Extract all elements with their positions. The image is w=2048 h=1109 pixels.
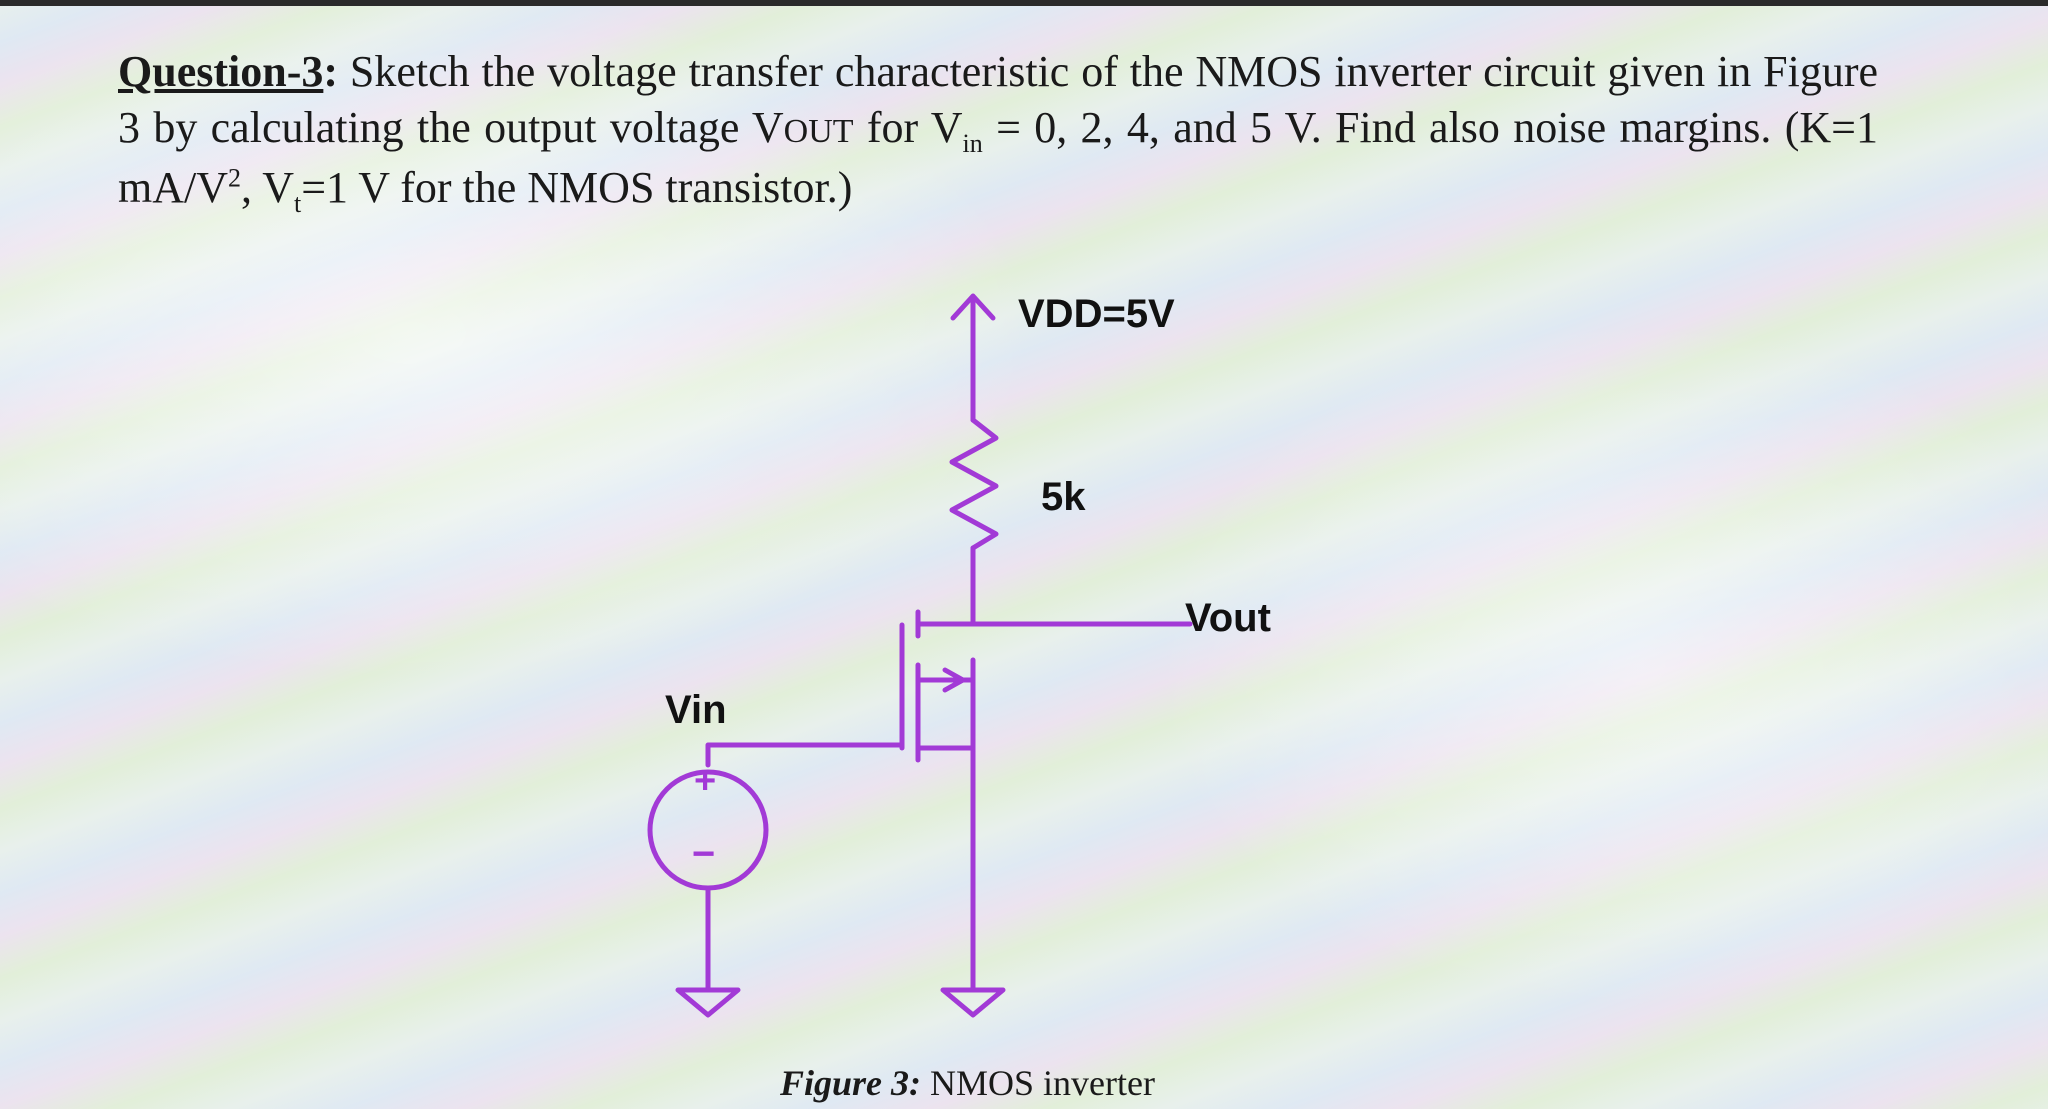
vout-subscript: OUT — [783, 113, 854, 150]
question-part-2: for V — [853, 103, 963, 152]
vin-label: Vin — [665, 688, 727, 732]
question-part-3: = 0, 2, 4, and 5 V. Find also noise marg… — [118, 103, 1878, 212]
question-colon: : — [323, 47, 339, 96]
figure-caption: Figure 3: NMOS inverter — [780, 1062, 1155, 1104]
vin-plus-sign: + — [694, 760, 717, 802]
question-text: Question-3: Sketch the voltage transfer … — [118, 44, 1878, 216]
resistor-label: 5k — [1041, 475, 1086, 519]
vin-subscript: in — [962, 128, 983, 158]
ground-icon-nmos — [940, 987, 1006, 1018]
question-part-1: Sketch the voltage transfer characterist… — [118, 47, 1878, 152]
ground-icon-vin — [675, 987, 741, 1018]
question-label: Question-3 — [118, 47, 324, 96]
vout-label: Vout — [1185, 596, 1271, 640]
question-part-5: =1 V for the NMOS transistor.) — [301, 163, 853, 212]
figure-title: NMOS inverter — [921, 1063, 1155, 1103]
squared-superscript: 2 — [228, 163, 241, 193]
vdd-label: VDD=5V — [1018, 292, 1175, 336]
vin-minus-sign: − — [692, 832, 716, 876]
nmos-arrow-icon — [942, 667, 966, 693]
top-edge — [0, 0, 2048, 6]
figure-number: Figure 3: — [780, 1063, 922, 1103]
vt-subscript: t — [293, 188, 302, 218]
question-part-4: , V — [241, 163, 294, 212]
resistor-5k — [949, 417, 999, 551]
gate-wire — [705, 742, 905, 768]
vdd-arrow-icon — [950, 293, 996, 321]
